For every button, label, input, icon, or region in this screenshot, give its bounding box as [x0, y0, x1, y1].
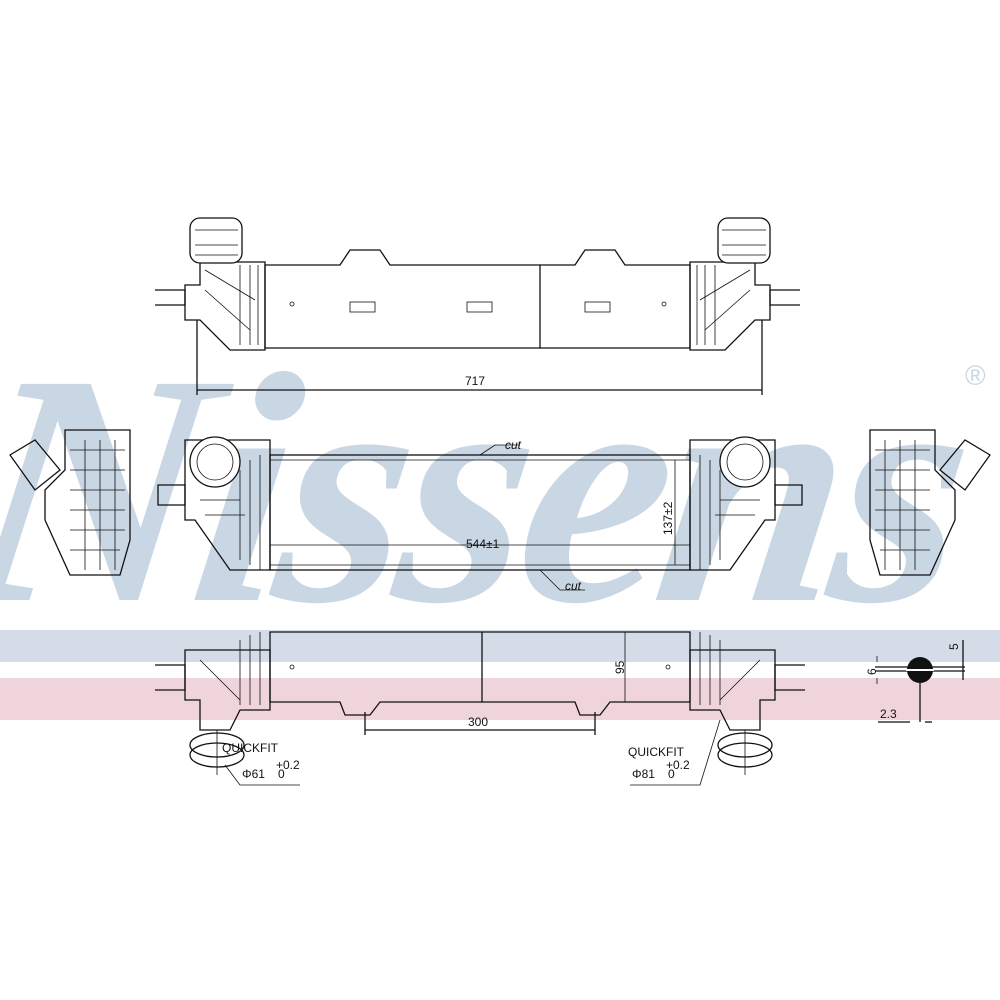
svg-text:cut: cut	[565, 579, 582, 593]
fin-cross-section: 5 6 2.3	[865, 640, 965, 723]
svg-text:Φ81: Φ81	[632, 767, 655, 781]
bottom-view: 95 300 QUICKFIT Φ61 +0.2 0 QUICKFIT Φ81 …	[155, 631, 805, 786]
svg-text:cut: cut	[505, 438, 522, 452]
svg-text:95: 95	[613, 660, 627, 674]
dim-bracket-spacing: 300	[468, 715, 488, 729]
svg-text:+0.2: +0.2	[666, 758, 690, 772]
svg-text:6: 6	[865, 668, 879, 675]
dim-overall-length: 717	[465, 374, 485, 388]
svg-text:+0.2: +0.2	[276, 758, 300, 772]
front-view: cut cut 544±1 137±2	[157, 436, 803, 593]
svg-text:QUICKFIT: QUICKFIT	[222, 741, 279, 755]
svg-text:5: 5	[947, 643, 961, 650]
svg-text:0: 0	[668, 767, 675, 781]
svg-text:QUICKFIT: QUICKFIT	[628, 745, 685, 759]
svg-text:Nissens: Nissens	[0, 305, 986, 671]
top-view: 717	[155, 217, 800, 395]
svg-text:0: 0	[278, 767, 285, 781]
svg-text:®: ®	[965, 360, 986, 391]
svg-text:Φ61: Φ61	[242, 767, 265, 781]
left-side-view	[9, 429, 131, 576]
right-side-view	[869, 429, 991, 576]
nissens-watermark: Nissens ®	[0, 305, 1000, 720]
dim-core-length: 544±1	[466, 537, 500, 551]
dim-core-height: 137±2	[661, 501, 675, 535]
svg-text:2.3: 2.3	[880, 707, 897, 721]
